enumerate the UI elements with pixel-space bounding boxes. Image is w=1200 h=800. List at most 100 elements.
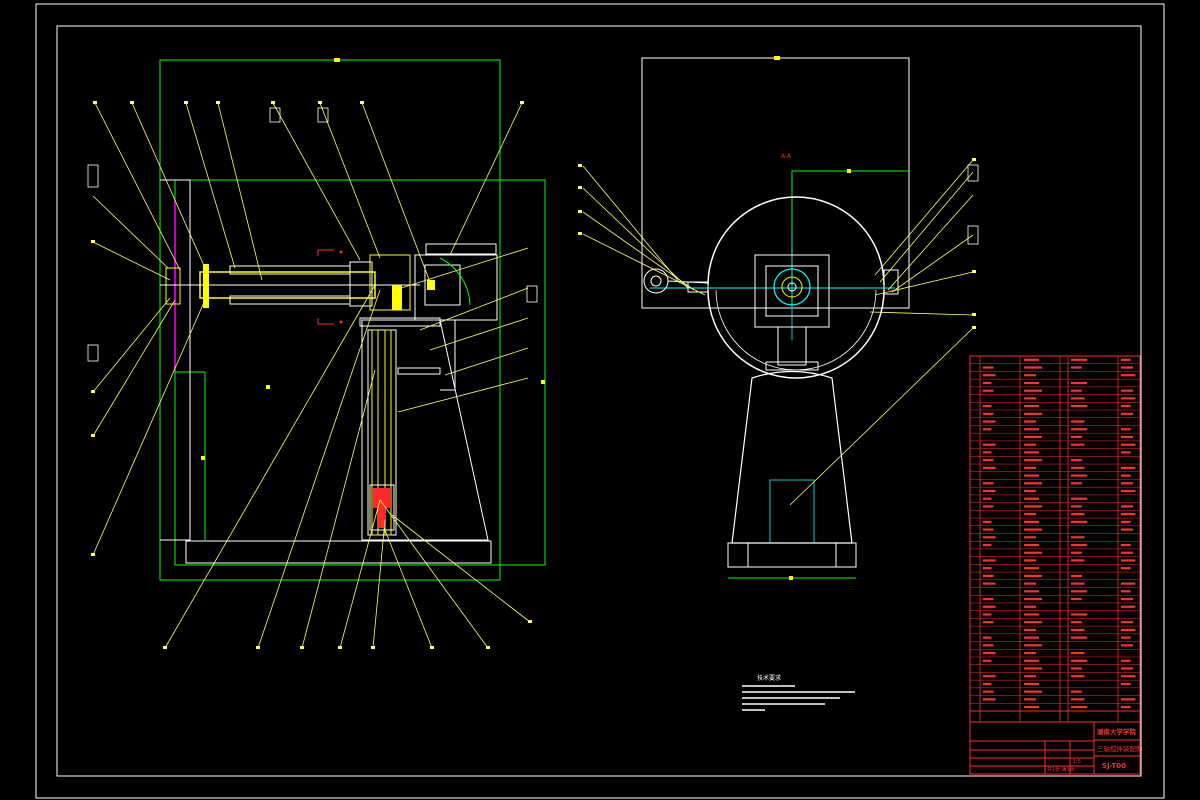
parts-table-cell-mark: [1071, 474, 1088, 477]
parts-table-cell-mark: [983, 451, 992, 454]
parts-table-cell-mark: [1121, 358, 1131, 361]
parts-table-cell-mark: [1071, 551, 1082, 554]
parts-table-cell-mark: [1024, 513, 1036, 516]
parts-table-cell-mark: [1024, 559, 1036, 562]
parts-table-cell-mark: [1024, 474, 1039, 477]
side-callout-boxes: [967, 164, 979, 245]
support-plate-2: [397, 367, 441, 375]
parts-table-cell-mark: [983, 374, 996, 377]
parts-table-cell-mark: [983, 543, 992, 547]
center-hub-inner: [781, 276, 803, 298]
parts-table-cell-mark: [983, 582, 996, 585]
technical-notes: 技术要求: [742, 674, 855, 711]
bracket: [425, 243, 497, 255]
parts-table-cell-mark: [1071, 559, 1085, 562]
parts-table-cell-mark: [983, 489, 996, 493]
drawing-title: 三轴搅拌装配图: [1097, 744, 1143, 753]
parts-table-cell-mark: [983, 420, 996, 423]
parts-table-cell-mark: [1024, 636, 1039, 639]
shaft-sleeve: [229, 265, 351, 275]
parts-table-cell-mark: [1071, 358, 1088, 361]
parts-table-cell-mark: [1121, 489, 1136, 493]
outer-frame: [35, 3, 1165, 799]
parts-table-cell-mark: [1024, 443, 1036, 446]
parts-table-cell-mark: [1024, 435, 1042, 439]
parts-table-cell-mark: [1024, 698, 1036, 701]
parts-table-cell-mark: [983, 644, 994, 647]
dim-tag: [334, 58, 340, 62]
leader-lines-bottom: [164, 284, 531, 649]
parts-table-cell-mark: [1121, 705, 1131, 709]
parts-table-cell-mark: [1024, 466, 1036, 469]
parts-table-cell-mark: [983, 559, 996, 562]
parts-table-cell-mark: [1071, 543, 1088, 547]
parts-table-cell-mark: [983, 505, 994, 508]
parts-table-cell-mark: [983, 389, 994, 392]
parts-table-cell-mark: [1024, 543, 1039, 547]
parts-table-cell-mark: [1024, 659, 1039, 662]
parts-table-cell-mark: [1121, 366, 1133, 369]
parts-table-cell-mark: [1121, 567, 1131, 570]
dim-tag: [266, 385, 270, 389]
parts-table-cell-mark: [1121, 628, 1136, 632]
parts-table-cell-mark: [1121, 412, 1133, 415]
parts-table-cell-mark: [1024, 536, 1036, 539]
parts-table-cell-mark: [1121, 590, 1131, 593]
parts-table-cell-mark: [1121, 428, 1131, 431]
parts-table-cell-mark: [983, 482, 994, 485]
parts-table-cell-mark: [983, 690, 994, 693]
dim-tag: [541, 380, 545, 384]
parts-table-cell-mark: [1024, 381, 1039, 385]
parts-table-cell-mark: [1121, 435, 1133, 439]
parts-table-cell-mark: [1024, 420, 1036, 423]
parts-table-cell-mark: [1071, 443, 1085, 446]
parts-table-cell-mark: [1071, 582, 1085, 585]
parts-table-cell-mark: [1121, 543, 1131, 547]
parts-table-cell-mark: [1071, 366, 1082, 369]
section-dot: [339, 320, 343, 324]
title-block-frame: [969, 710, 1141, 775]
bottom-gear-frame: [369, 484, 395, 531]
parts-table-cell-mark: [1071, 381, 1088, 385]
parts-table-cell-mark: [983, 428, 992, 431]
parts-table-cell-mark: [983, 536, 996, 539]
bottom-gear-2: [378, 508, 386, 528]
parts-table-cell-mark: [983, 613, 992, 616]
drum-bottom: [707, 289, 885, 379]
bottom-gear: [373, 488, 391, 508]
parts-table-cell-mark: [983, 466, 996, 469]
parts-table-cell-mark: [1121, 513, 1136, 516]
gearbox-inner: [765, 265, 819, 317]
parts-table-cell-mark: [1121, 466, 1136, 469]
parts-table-cell-mark: [1121, 636, 1131, 639]
parts-table-cell-mark: [1024, 366, 1042, 369]
section-marker: A-A: [781, 153, 792, 160]
parts-table-cell-mark: [1071, 651, 1085, 655]
parts-table-cell-mark: [1071, 628, 1085, 632]
side-view: A-A: [578, 56, 979, 580]
parts-table-cell-mark: [983, 574, 994, 577]
parts-table-cell-mark: [983, 405, 992, 408]
center-hub-core: [787, 282, 797, 292]
parts-table-cell-mark: [1121, 582, 1136, 585]
parts-table-cell-mark: [1024, 675, 1036, 678]
parts-table-cell-mark: [1071, 574, 1082, 577]
parts-table-cell-mark: [1071, 659, 1088, 662]
parts-table-cell-mark: [1071, 636, 1088, 639]
parts-table-cell-mark: [1024, 412, 1042, 415]
parts-table-cell-mark: [983, 682, 992, 686]
parts-table-cell-mark: [1071, 482, 1082, 485]
parts-table-cell-mark: [1024, 520, 1039, 523]
parts-table-cell-mark: [1121, 605, 1136, 608]
parts-table-cell-mark: [1071, 397, 1085, 400]
parts-table-cell-mark: [983, 567, 992, 570]
leader-tags: [91, 101, 532, 649]
parts-table-rows: [970, 363, 1140, 704]
parts-table-cell-mark: [1024, 567, 1039, 570]
leader-lines-top: [92, 102, 529, 556]
parts-table-cell-mark: [1071, 621, 1082, 624]
parts-table-cell-mark: [1024, 613, 1039, 616]
column-yellow: [371, 329, 379, 536]
motor-coupling: [427, 280, 435, 290]
parts-table-cell-mark: [1071, 405, 1088, 408]
